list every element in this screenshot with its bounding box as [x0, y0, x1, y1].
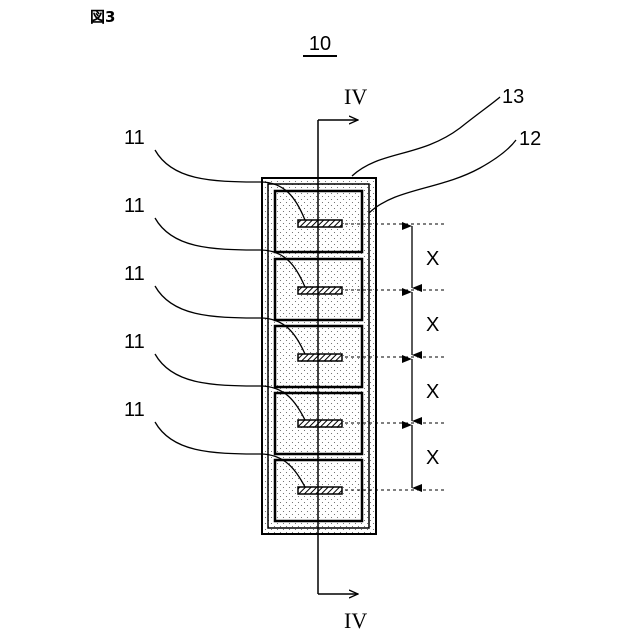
pitch-label: X [426, 381, 439, 403]
figure-label: 図3 [90, 8, 115, 26]
element-label: 11 [124, 263, 145, 285]
element-label: 11 [124, 399, 145, 421]
leader-13 [352, 97, 500, 176]
element-label: 11 [124, 195, 145, 217]
electrode [298, 487, 342, 494]
section-label-bottom: IV [344, 608, 367, 633]
inner-layer-label: 12 [519, 128, 541, 150]
electrode [298, 354, 342, 361]
pitch-label: X [426, 248, 439, 270]
element-label: 11 [124, 331, 145, 353]
leader-12 [369, 140, 516, 213]
electrode [298, 220, 342, 227]
element-label: 11 [124, 127, 145, 149]
section-label-top: IV [344, 84, 367, 109]
electrode [298, 287, 342, 294]
outer-layer-label: 13 [502, 86, 524, 108]
pitch-label: X [426, 447, 439, 469]
device-label: 10 [309, 33, 331, 55]
electrode [298, 420, 342, 427]
pitch-label: X [426, 314, 439, 336]
